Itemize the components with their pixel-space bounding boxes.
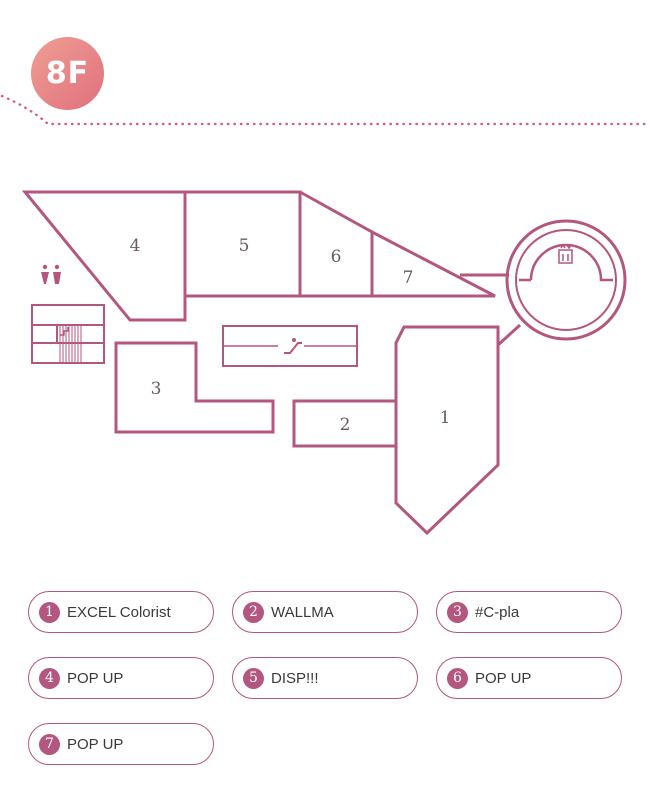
legend-number-5: 5 — [243, 667, 264, 689]
legend-number-2: 2 — [243, 601, 264, 623]
legend-item-4[interactable]: 4 POP UP — [28, 657, 214, 699]
legend-label-5: DISP!!! — [271, 669, 319, 687]
room-label-5: 5 — [239, 236, 250, 256]
legend-item-5[interactable]: 5 DISP!!! — [232, 657, 418, 699]
dotted-divider — [0, 94, 650, 126]
legend-item-6[interactable]: 6 POP UP — [436, 657, 622, 699]
room-label-7: 7 — [403, 268, 414, 288]
floor-badge: 8F — [31, 37, 104, 110]
room-3[interactable] — [114, 341, 275, 434]
legend-label-4: POP UP — [67, 669, 124, 687]
legend-label-6: POP UP — [475, 669, 532, 687]
legend-item-1[interactable]: 1 EXCEL Colorist — [28, 591, 214, 633]
corridor-connector — [460, 273, 522, 347]
legend-item-7[interactable]: 7 POP UP — [28, 723, 214, 765]
floor-label: 8F — [45, 56, 90, 91]
restroom-icon — [41, 264, 61, 284]
legend-number-6: 6 — [447, 667, 468, 689]
room-6[interactable] — [299, 190, 374, 298]
legend-label-7: POP UP — [67, 735, 124, 753]
elevator-icon — [558, 243, 573, 264]
stairs-icon — [59, 326, 82, 362]
legend-number-3: 3 — [447, 601, 468, 623]
floor-map: 1 2 3 4 5 6 7 — [0, 94, 650, 536]
room-label-6: 6 — [331, 247, 342, 267]
room-label-2: 2 — [340, 415, 351, 435]
legend-label-2: WALLMA — [271, 603, 334, 621]
escalator-icon — [284, 338, 302, 354]
elevator-hall-inner — [515, 229, 617, 331]
room-1[interactable] — [394, 325, 500, 536]
legend-label-1: EXCEL Colorist — [67, 603, 171, 621]
legend-label-3: #C-pla — [475, 603, 520, 621]
legend-item-3[interactable]: 3 #C-pla — [436, 591, 622, 633]
stairs-block[interactable] — [31, 304, 105, 364]
elevator-core — [519, 243, 613, 282]
elevator-hall[interactable] — [505, 219, 627, 341]
room-4[interactable] — [21, 190, 187, 322]
legend-item-2[interactable]: 2 WALLMA — [232, 591, 418, 633]
legend-number-7: 7 — [39, 733, 60, 755]
room-label-4: 4 — [130, 236, 141, 256]
room-7[interactable] — [371, 230, 496, 298]
room-5[interactable] — [185, 190, 302, 298]
legend-number-4: 4 — [39, 667, 60, 689]
legend-number-1: 1 — [39, 601, 60, 623]
room-label-1: 1 — [440, 408, 451, 428]
room-label-3: 3 — [151, 379, 162, 399]
